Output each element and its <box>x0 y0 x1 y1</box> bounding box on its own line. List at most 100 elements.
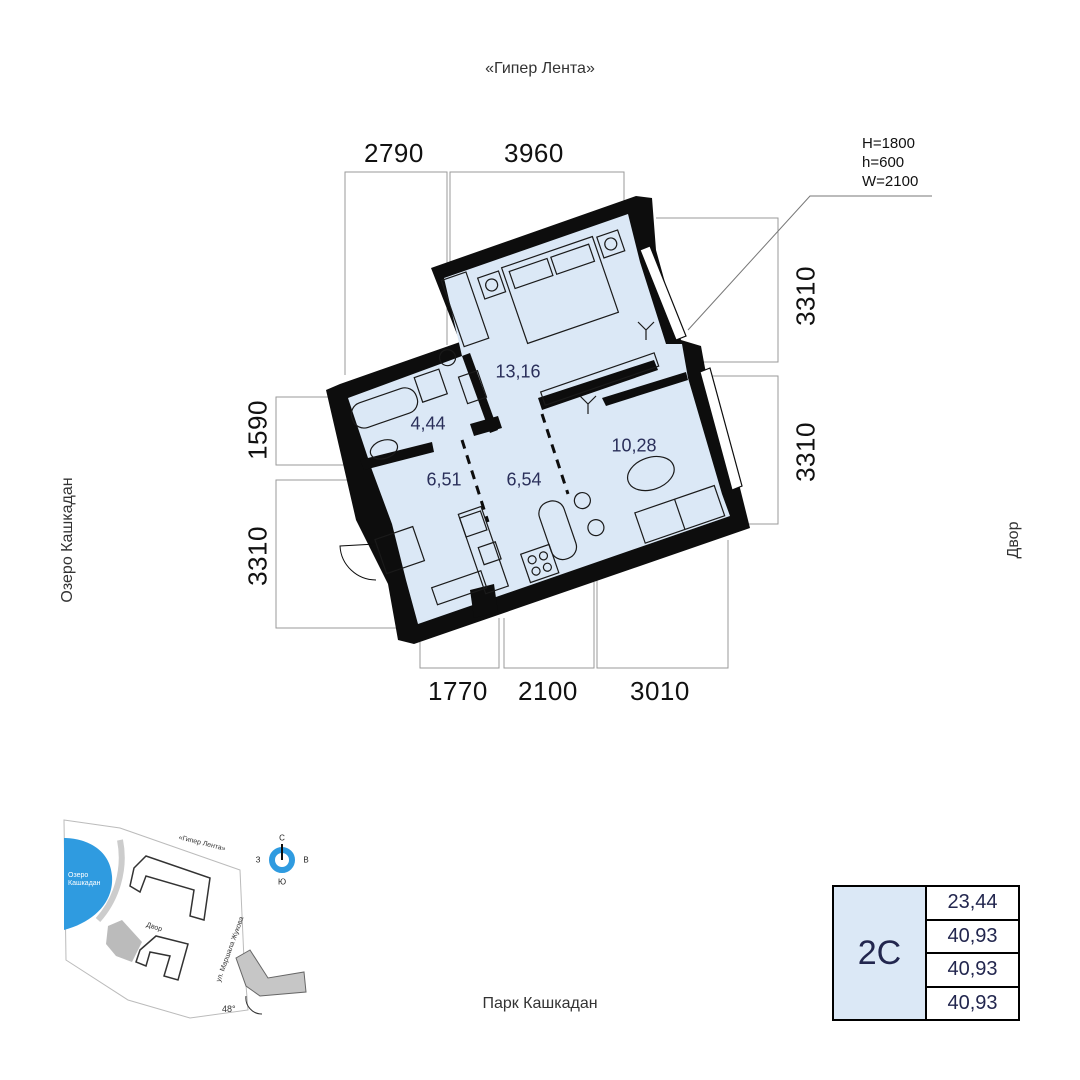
guide-bottom-left <box>419 618 500 669</box>
orientation-left: Озеро Кашкадан <box>59 477 76 603</box>
guide-top-right <box>449 171 625 288</box>
compass-east-label: В <box>303 855 309 865</box>
guide-right-lower <box>704 375 779 525</box>
dim-left-lower: 3310 <box>242 526 273 586</box>
minimap-lake-label-2: Кашкадан <box>68 880 101 887</box>
apartment-summary: 2С 23,44 40,93 40,93 40,93 <box>832 885 1020 1021</box>
fridge <box>458 510 488 538</box>
area-bedroom: 13,16 <box>495 361 541 382</box>
entry-wardrobe <box>430 570 488 606</box>
towel-heater <box>413 368 449 403</box>
desk-top <box>539 352 660 406</box>
guide-left-upper <box>275 396 356 466</box>
orientation-bottom: Парк Кашкадан <box>482 995 598 1012</box>
area-value-total-1: 40,93 <box>927 921 1018 954</box>
dining-area <box>538 491 605 561</box>
chair-1 <box>573 491 591 510</box>
kitchen <box>457 505 560 595</box>
bathroom-fixtures <box>350 349 488 460</box>
burner-1 <box>527 555 537 565</box>
kitchen-counter <box>457 505 510 595</box>
entry-bench <box>374 525 426 575</box>
dim-bottom-mid: 2100 <box>518 676 578 706</box>
bed-frame <box>500 235 620 345</box>
plant-bedroom-icon <box>637 321 655 340</box>
apartment-interior <box>348 214 730 624</box>
window-height: H=1800 <box>862 135 915 152</box>
burner-3 <box>531 566 541 576</box>
guide-bottom-right <box>596 540 729 669</box>
orientation-top: «Гипер Лента» <box>485 60 595 77</box>
compass-north-label: С <box>279 833 285 843</box>
area-value-total-2: 40,93 <box>927 954 1018 988</box>
washer <box>438 349 457 367</box>
dim-right-upper: 3310 <box>790 266 821 326</box>
desk <box>539 352 660 406</box>
windows <box>639 245 743 491</box>
coffee-table <box>627 455 675 492</box>
guide-left-lower <box>275 479 400 629</box>
wall-bath-stub <box>470 416 502 436</box>
guide-right-upper <box>656 217 779 363</box>
door-swing <box>339 543 377 581</box>
area-entry: 6,51 <box>426 469 462 490</box>
dim-top-right: 3960 <box>504 138 564 168</box>
lamp-left <box>485 278 499 292</box>
nightstand-left <box>476 270 507 300</box>
burner-4 <box>542 562 552 572</box>
minimap-angle-label: 48° <box>222 1004 236 1014</box>
dim-top-left: 2790 <box>364 138 424 168</box>
compass-south-label: Ю <box>277 877 287 887</box>
entry-furniture <box>374 525 488 606</box>
dim-bottom-right: 3010 <box>630 676 690 706</box>
zone-dividers <box>460 413 570 523</box>
area-value-total-3: 40,93 <box>947 991 998 1014</box>
area-living: 10,28 <box>611 435 657 456</box>
window-living <box>699 367 743 491</box>
burner-2 <box>538 551 549 561</box>
entrance-door <box>339 543 377 581</box>
window-bedroom <box>639 245 687 341</box>
wardrobe-body <box>440 271 490 348</box>
window-spec: H=1800 h=600 W=2100 <box>862 134 918 191</box>
bathtub <box>350 387 419 429</box>
bed-pillow-left <box>508 257 554 290</box>
compass-west-label: З <box>255 855 261 865</box>
guide-bottom-mid <box>503 582 595 669</box>
wardrobe <box>440 271 490 348</box>
chair-2 <box>587 519 605 537</box>
plants <box>579 321 655 414</box>
wall-living-top <box>602 372 688 406</box>
window-spec-leader <box>687 195 932 331</box>
dim-right-lower: 3310 <box>790 422 821 482</box>
living-furniture <box>627 455 726 544</box>
area-values: 23,44 40,93 40,93 40,93 <box>927 887 1018 1019</box>
area-value-living: 23,44 <box>927 887 1018 921</box>
kitchen-sink <box>477 541 502 566</box>
window-width: W=2100 <box>862 173 919 190</box>
area-hall: 6,54 <box>506 469 542 490</box>
bed-pillow-right <box>550 243 596 275</box>
apartment-type-code: 2С <box>834 887 927 1019</box>
lamp-right <box>604 237 618 251</box>
sink <box>457 369 488 405</box>
cooktop <box>519 543 560 584</box>
minimap-lake-label-1: Озеро <box>68 872 89 879</box>
toilet <box>369 439 399 460</box>
window-sill: h=600 <box>862 154 905 171</box>
furniture <box>350 229 726 606</box>
sofa-split <box>673 499 686 530</box>
guide-top-left <box>344 171 448 375</box>
nightstand-right <box>596 229 626 259</box>
dim-bottom-left: 1770 <box>428 676 488 706</box>
area-bath: 4,44 <box>410 413 446 434</box>
dimension-guides <box>275 171 779 669</box>
double-bed <box>476 229 626 345</box>
wall-bath-entry <box>360 442 434 470</box>
orientation-right: Двор <box>1005 521 1022 559</box>
dining-table <box>538 500 578 561</box>
plant-living-icon <box>579 395 597 414</box>
divider-hall-entry <box>460 439 490 523</box>
divider-hall-living <box>540 413 570 495</box>
